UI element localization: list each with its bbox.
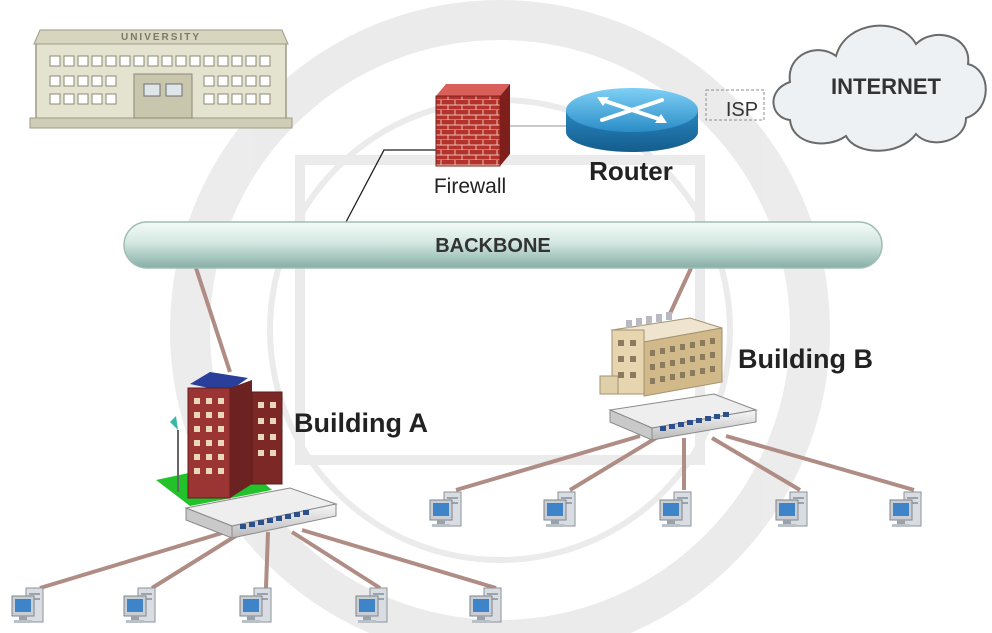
internet-label: INTERNET xyxy=(831,74,942,99)
switch-b-icon xyxy=(608,393,758,441)
isp-box xyxy=(705,89,765,121)
building-b-label: Building B xyxy=(738,344,873,374)
backbone-label: BACKBONE xyxy=(435,235,551,257)
links-lan xyxy=(39,265,915,590)
pc-icon xyxy=(469,587,502,624)
building-b-icon xyxy=(599,312,723,397)
pc-icon xyxy=(239,587,272,624)
building-a-icon xyxy=(156,372,283,506)
switch-a-icon xyxy=(184,487,338,539)
backbone-bus xyxy=(123,221,883,269)
workstations-b xyxy=(429,491,922,528)
pc-icon xyxy=(11,587,44,624)
pc-icon xyxy=(123,587,156,624)
building-a-label: Building A xyxy=(294,408,428,438)
router-label: Router xyxy=(589,156,673,186)
internet-cloud-icon xyxy=(772,24,987,152)
router-icon xyxy=(566,88,698,152)
isp-label: ISP xyxy=(726,99,758,121)
pc-icon xyxy=(659,491,692,528)
firewall-icon xyxy=(435,84,510,167)
pc-icon xyxy=(429,491,462,528)
links-top xyxy=(345,125,566,223)
university-building-icon: UNIVERSITY xyxy=(29,29,293,129)
firewall-label: Firewall xyxy=(434,175,506,198)
pc-icon xyxy=(889,491,922,528)
pc-icon xyxy=(543,491,576,528)
university-sign: UNIVERSITY xyxy=(121,32,201,43)
link-backbone-firewall xyxy=(345,149,436,223)
